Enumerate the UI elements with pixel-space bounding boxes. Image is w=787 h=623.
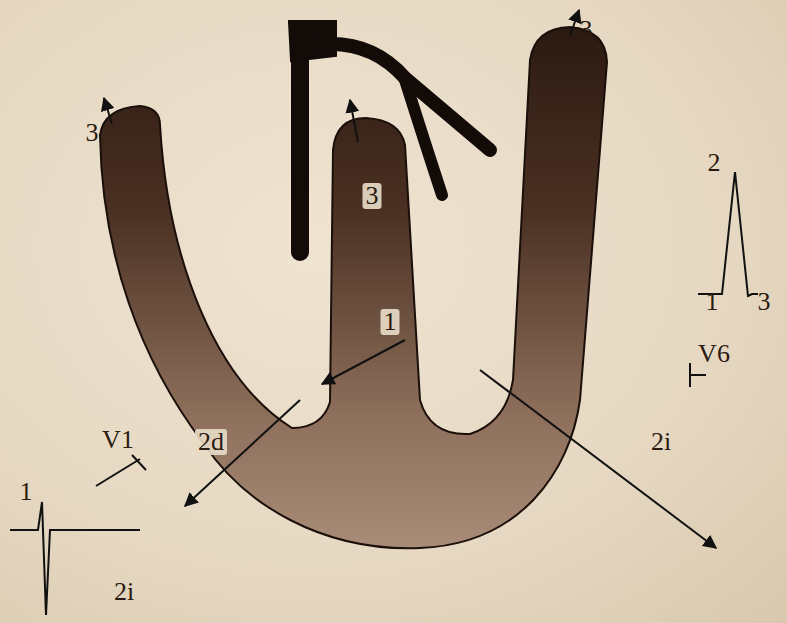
callout-label: 2i (651, 429, 671, 455)
callout-label: V6 (698, 341, 730, 367)
callout-label: 2 (708, 150, 721, 176)
ventricle-walls (100, 27, 607, 548)
ecg-complexes (10, 172, 758, 615)
callout-label: 3 (580, 17, 593, 43)
callout-label: 3 (758, 289, 771, 315)
lead-symbols (96, 363, 706, 486)
callout-label: 2d (195, 429, 227, 455)
callout-label: 2i (114, 579, 134, 605)
callout-label: 3 (86, 120, 99, 146)
callout-label: 1 (381, 309, 400, 335)
callout-label: 1 (706, 289, 719, 315)
callout-label: 3 (363, 183, 382, 209)
callout-label: V1 (102, 427, 134, 453)
callout-label: 1 (20, 479, 33, 505)
great-vessels (290, 22, 490, 252)
vector-arrows (104, 10, 716, 548)
